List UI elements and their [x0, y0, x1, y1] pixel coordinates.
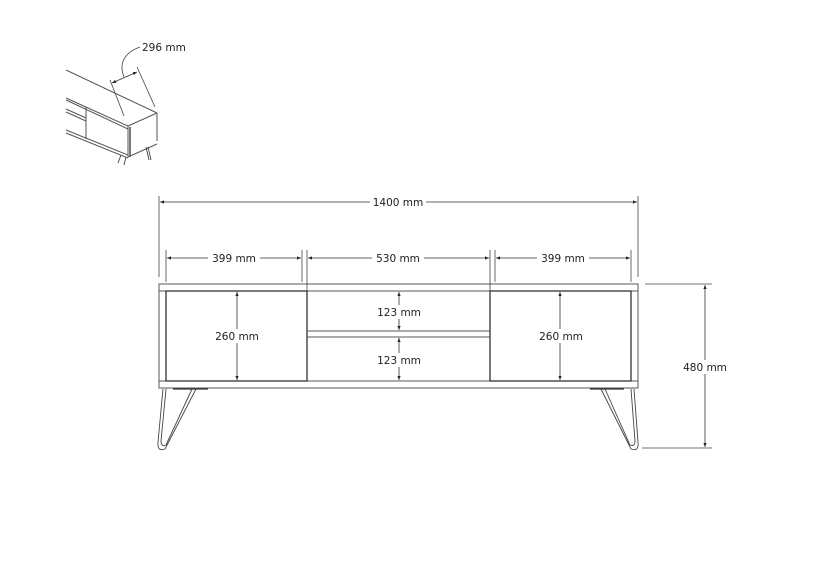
front-view: 1400 mm 399 mm 530 mm 399 mm 260 mm 123 …: [157, 195, 728, 451]
left-leg: [157, 388, 197, 451]
lower-shelf-height-label: 123 mm: [377, 355, 421, 367]
left-door-width-label: 399 mm: [212, 253, 256, 265]
depth-label: 296 mm: [142, 42, 186, 54]
middle-width-label: 530 mm: [376, 253, 420, 265]
right-door-width-label: 399 mm: [541, 253, 585, 265]
left-door: [165, 290, 308, 382]
isometric-view: 296 mm: [65, 42, 186, 166]
right-door-height-label: 260 mm: [539, 331, 583, 343]
upper-shelf-height-label: 123 mm: [377, 307, 421, 319]
left-door-height-label: 260 mm: [215, 331, 259, 343]
overall-width-label: 1400 mm: [373, 197, 424, 209]
right-leg: [600, 388, 639, 451]
right-door: [489, 290, 632, 382]
overall-height-label: 480 mm: [683, 362, 727, 374]
